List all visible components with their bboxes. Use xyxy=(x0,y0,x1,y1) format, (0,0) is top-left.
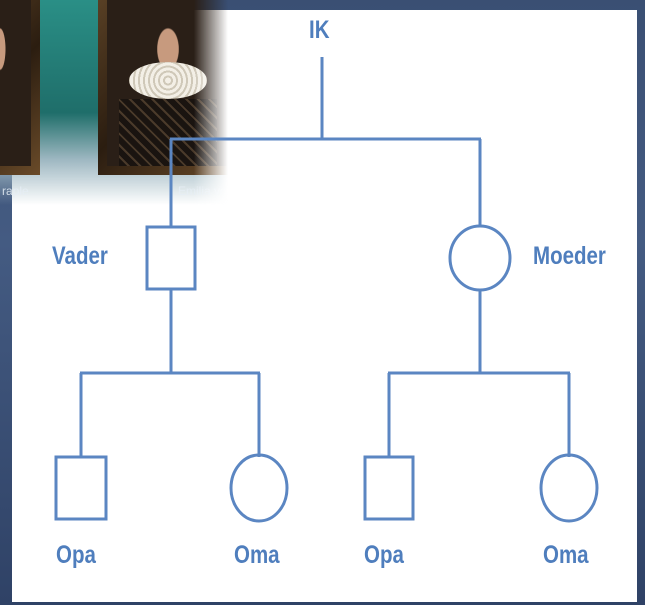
father-grandfather-node xyxy=(54,455,108,521)
mother-node xyxy=(448,224,512,292)
photo-caption-left: raple xyxy=(2,184,29,198)
photo-caption-right: Emilia von Orar xyxy=(178,184,228,198)
mother-grandfather-node xyxy=(363,455,415,521)
father-grandmother-node xyxy=(229,453,289,523)
portrait-right xyxy=(107,0,228,166)
father-grandfather-label: Opa xyxy=(56,541,96,569)
mother-grandfather-label: Opa xyxy=(364,541,404,569)
portrait-photo: raple Emilia von Orar xyxy=(0,0,228,205)
mother-label: Moeder xyxy=(533,242,606,270)
gown xyxy=(119,99,217,166)
painting-frame-left xyxy=(0,0,40,175)
father-grandmother-label: Oma xyxy=(234,541,280,569)
painting-frame-right xyxy=(98,0,228,175)
father-node xyxy=(145,225,197,291)
father-label: Vader xyxy=(52,242,108,270)
mother-grandmother-label: Oma xyxy=(543,541,589,569)
ruff-collar xyxy=(128,62,208,100)
portrait-left xyxy=(0,0,31,166)
mother-grandmother-node xyxy=(539,453,599,523)
root-label: IK xyxy=(309,16,330,44)
